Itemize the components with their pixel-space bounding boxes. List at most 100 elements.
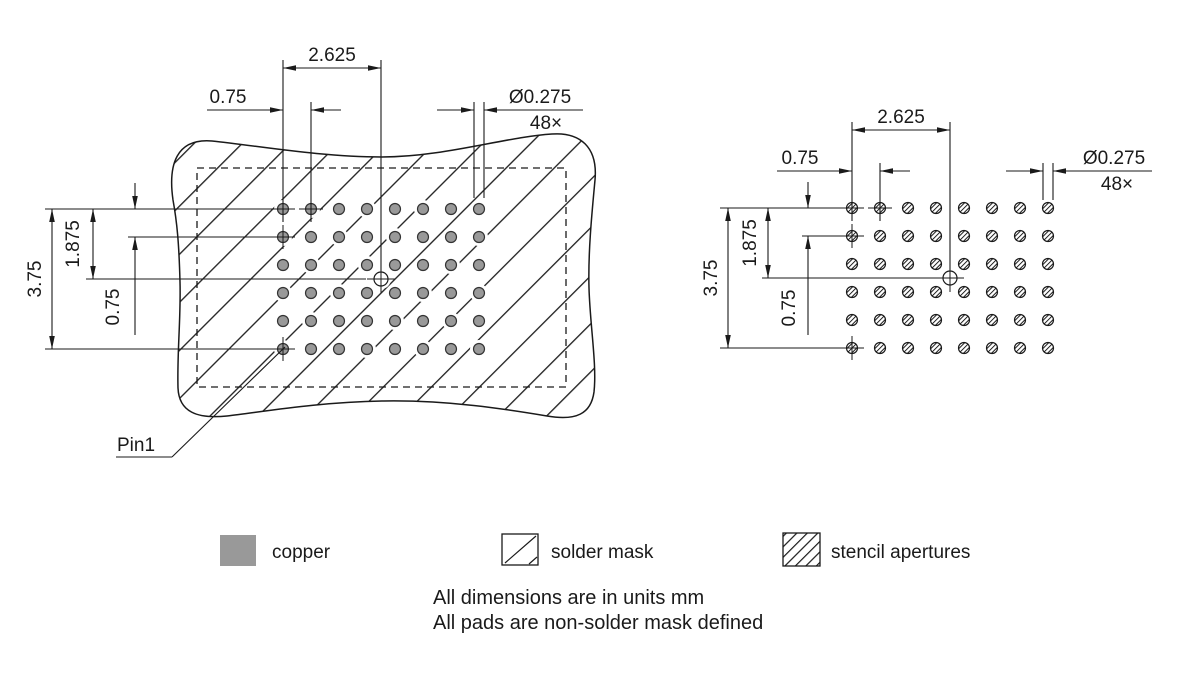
- copper-pad: [304, 314, 318, 328]
- aperture-pad: [957, 257, 971, 271]
- copper-pad: [444, 286, 458, 300]
- aperture-pad: [845, 313, 859, 327]
- copper-pad: [360, 230, 374, 244]
- copper-pad: [388, 230, 402, 244]
- copper-pad: [416, 342, 430, 356]
- copper-pad: [416, 202, 430, 216]
- dim-span-y-left: 3.75: [25, 261, 46, 298]
- copper-pad: [444, 342, 458, 356]
- extension-lines-left: [45, 60, 485, 350]
- copper-pad: [472, 230, 486, 244]
- aperture-pad: [1041, 313, 1055, 327]
- left-view-copper-mask: 2.625 0.75 Ø0.275 48× 3.75 1.875 0.75 Pi…: [25, 45, 597, 458]
- note-mask-defined: All pads are non-solder mask defined: [433, 612, 763, 634]
- copper-pad: [472, 342, 486, 356]
- copper-pad: [304, 258, 318, 272]
- dimension-lines-right: [725, 127, 1152, 348]
- copper-pad: [332, 230, 346, 244]
- aperture-pad: [957, 341, 971, 355]
- copper-pad: [388, 286, 402, 300]
- copper-pad: [304, 342, 318, 356]
- note-units: All dimensions are in units mm: [433, 587, 704, 609]
- copper-pad: [332, 286, 346, 300]
- aperture-pad: [1013, 201, 1027, 215]
- aperture-pad: [929, 201, 943, 215]
- aperture-pad: [901, 285, 915, 299]
- copper-pad: [472, 258, 486, 272]
- dim-span-y-right: 3.75: [701, 260, 722, 297]
- aperture-pad: [901, 229, 915, 243]
- copper-pad: [416, 230, 430, 244]
- aperture-pad: [873, 341, 887, 355]
- stencil-swatch: [782, 532, 821, 567]
- aperture-pad: [957, 285, 971, 299]
- pin1-label: Pin1: [117, 435, 155, 456]
- aperture-pad: [845, 257, 859, 271]
- copper-pad: [332, 314, 346, 328]
- aperture-pad: [1041, 341, 1055, 355]
- aperture-pad: [957, 201, 971, 215]
- dim-pad-count-left: 48×: [530, 113, 562, 134]
- aperture-pad: [985, 229, 999, 243]
- aperture-pad: [1041, 285, 1055, 299]
- aperture-pad: [1013, 285, 1027, 299]
- legend-copper-label: copper: [272, 542, 331, 563]
- copper-pad: [472, 202, 486, 216]
- copper-pad-grid: [276, 202, 486, 356]
- dim-pad-dia-left: Ø0.275: [509, 87, 571, 108]
- legend: copper solder mask stencil apertures: [220, 532, 970, 567]
- copper-pad: [276, 258, 290, 272]
- aperture-pad: [1041, 201, 1055, 215]
- aperture-pad: [901, 313, 915, 327]
- dim-pad-count-right: 48×: [1101, 174, 1133, 195]
- pin1-leader: [116, 346, 286, 458]
- copper-pad: [388, 342, 402, 356]
- aperture-pad: [873, 285, 887, 299]
- aperture-pad: [1041, 229, 1055, 243]
- aperture-pad: [873, 257, 887, 271]
- aperture-pad: [957, 229, 971, 243]
- aperture-pad: [873, 229, 887, 243]
- aperture-pad: [985, 313, 999, 327]
- aperture-pad: [985, 257, 999, 271]
- dim-pad-dia-right: Ø0.275: [1083, 148, 1145, 169]
- solder-mask-swatch: [501, 533, 539, 566]
- aperture-pad: [1013, 313, 1027, 327]
- legend-stencil-label: stencil apertures: [831, 542, 970, 563]
- pad-crosshairs-left: [271, 197, 395, 361]
- copper-swatch: [220, 535, 256, 566]
- aperture-pad: [1041, 257, 1055, 271]
- copper-pad: [416, 314, 430, 328]
- aperture-pad: [985, 285, 999, 299]
- dim-span-x-left: 2.625: [308, 45, 356, 66]
- aperture-pad: [929, 285, 943, 299]
- copper-pad: [276, 286, 290, 300]
- aperture-pad: [1013, 257, 1027, 271]
- aperture-pad: [901, 341, 915, 355]
- copper-pad: [332, 342, 346, 356]
- dim-span-x-right: 2.625: [877, 107, 925, 128]
- copper-pad: [388, 202, 402, 216]
- aperture-pad: [929, 229, 943, 243]
- aperture-pad: [985, 201, 999, 215]
- aperture-pad: [1013, 229, 1027, 243]
- dimension-lines-left: [49, 65, 583, 349]
- copper-pad: [304, 286, 318, 300]
- aperture-pad: [845, 285, 859, 299]
- aperture-pad: [929, 257, 943, 271]
- stencil-aperture-grid: [845, 201, 1055, 355]
- dim-half-span-y-left: 1.875: [63, 220, 84, 268]
- copper-pad: [304, 230, 318, 244]
- aperture-pad: [957, 313, 971, 327]
- aperture-pad: [901, 257, 915, 271]
- copper-pad: [444, 314, 458, 328]
- copper-pad: [360, 258, 374, 272]
- copper-pad: [444, 230, 458, 244]
- aperture-pad: [901, 201, 915, 215]
- copper-pad: [472, 286, 486, 300]
- copper-pad: [332, 202, 346, 216]
- dim-pitch-y-left: 0.75: [103, 289, 124, 326]
- copper-pad: [444, 258, 458, 272]
